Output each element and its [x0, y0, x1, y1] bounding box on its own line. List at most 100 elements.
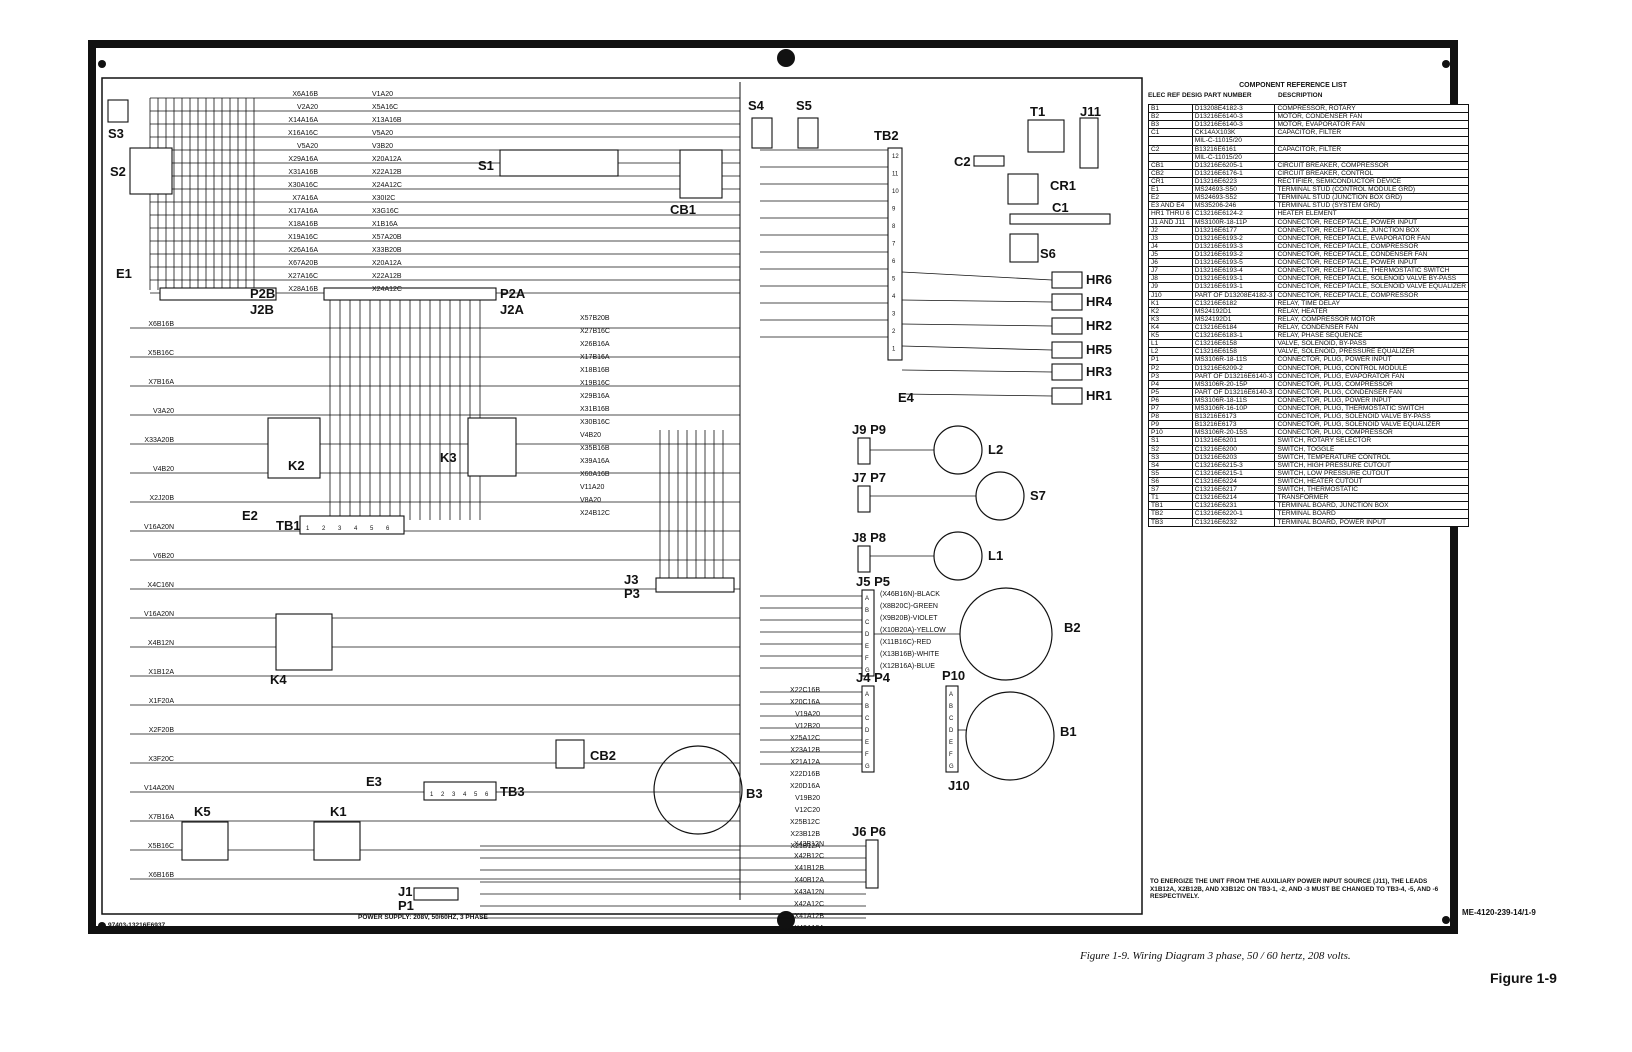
ref-description: SWITCH, HEATER CUTOUT — [1274, 477, 1469, 487]
wire-label: V19B20 — [795, 795, 820, 802]
wire-label: X4B12N — [148, 640, 174, 647]
ref-part-number: D13216E6193-1 — [1192, 282, 1276, 292]
s4-body — [751, 117, 773, 149]
terminal-number: 5 — [892, 277, 896, 283]
ref-description: CONNECTOR, PLUG, CONTROL MODULE — [1274, 364, 1469, 373]
wire-label: X1F20A — [149, 698, 175, 705]
wire-label: X25B12C — [790, 819, 820, 826]
ref-part-number: PART OF D13208E4182-3 — [1192, 291, 1276, 300]
label-k3: K3 — [440, 450, 457, 465]
ref-description: TRANSFORMER — [1274, 493, 1469, 503]
label-p2a: P2A — [500, 286, 526, 301]
terminal-number: 4 — [892, 294, 896, 300]
ref-designator: J4 — [1148, 242, 1193, 251]
label-s6: S6 — [1040, 246, 1056, 261]
ref-part-number: C13216E6232 — [1192, 518, 1276, 527]
ref-part-number: MS3106R-18-11S — [1192, 396, 1276, 406]
wire-label: X16A16C — [288, 130, 318, 137]
wire-label: X2F20B — [149, 727, 175, 734]
ref-description: VALVE, SOLENOID, PRESSURE EQUALIZER — [1274, 347, 1469, 357]
ref-description: CONNECTOR, RECEPTACLE, CONDENSER FAN — [1274, 250, 1469, 260]
terminal-number: A — [865, 596, 869, 602]
wire-label: V5A20 — [372, 130, 393, 137]
wire-label: X43A12N — [794, 889, 824, 896]
wire-label: X19B16C — [580, 380, 610, 387]
wire-label: X35B16B — [580, 445, 610, 452]
l1-coil — [933, 531, 983, 581]
ref-description: CONNECTOR, PLUG, SOLENOID VALVE EQUALIZE… — [1274, 420, 1469, 430]
wire-label: V12B20 — [795, 723, 820, 730]
ref-description: CONNECTOR, RECEPTACLE, JUNCTION BOX — [1274, 226, 1469, 235]
label-tb3: TB3 — [500, 784, 525, 799]
wire-label: X20C16A — [790, 699, 820, 706]
terminal-number: 12 — [892, 154, 899, 160]
wire-label: X21A12A — [790, 759, 820, 766]
ref-designator — [1148, 136, 1193, 146]
wire-label: X27B16C — [580, 328, 610, 335]
ref-description: CONNECTOR, RECEPTACLE, THERMOSTATIC SWIT… — [1274, 266, 1469, 276]
ref-designator: J5 — [1148, 250, 1193, 260]
k3-body — [467, 417, 517, 477]
label-b2: B2 — [1064, 620, 1081, 635]
ref-designator: CR1 — [1148, 177, 1193, 187]
c2-body — [973, 155, 1005, 167]
tb1-body — [299, 515, 405, 535]
ref-designator: K1 — [1148, 299, 1193, 308]
ref-description: HEATER ELEMENT — [1274, 209, 1469, 219]
ref-part-number: MS3106R-20-15P — [1192, 380, 1276, 389]
terminal-number: 9 — [892, 207, 896, 213]
j9-body — [857, 437, 871, 465]
terminal-number: G — [865, 764, 870, 770]
wire-label: X30B16C — [580, 419, 610, 426]
ref-designator: P10 — [1148, 428, 1193, 438]
ref-designator: S2 — [1148, 445, 1193, 454]
ref-description: CONNECTOR, RECEPTACLE, POWER INPUT — [1274, 258, 1469, 268]
terminal-number: 4 — [463, 792, 467, 798]
ref-part-number: CK14AX103K — [1192, 128, 1276, 138]
wire-label: X67A20B — [288, 260, 318, 267]
wire-label: X3F20C — [148, 756, 174, 763]
component-labels: S3 S2 S1 E1 CB1 S4 S5 TB2 T1 J11 C2 CR1 … — [108, 98, 1113, 913]
ref-designator: K5 — [1148, 331, 1193, 341]
ref-description: CONNECTOR, RECEPTACLE, POWER INPUT — [1274, 218, 1469, 227]
ref-part-number: D13216E6193-4 — [1192, 266, 1276, 276]
wire-label: X17B16A — [580, 354, 610, 361]
registration-dot — [777, 911, 795, 929]
wire-label: V8A20 — [580, 497, 601, 504]
label-p1: P1 — [398, 898, 414, 913]
terminal-number: A — [949, 692, 953, 698]
wire-label: X22A12B — [372, 169, 402, 176]
component-bodies — [107, 99, 1111, 901]
ref-description: TERMINAL STUD (JUNCTION BOX GRD) — [1274, 193, 1469, 203]
cb1-body — [679, 149, 723, 199]
ref-part-number: C13216E6182 — [1192, 299, 1276, 308]
p10-body — [945, 685, 959, 773]
ref-designator: L1 — [1148, 339, 1193, 349]
ref-designator: HR1 THRU 6 — [1148, 209, 1193, 219]
ref-designator: T1 — [1148, 493, 1193, 503]
registration-dot — [1442, 916, 1450, 924]
ref-designator: K2 — [1148, 307, 1193, 316]
j3-body — [655, 577, 735, 593]
label-e4: E4 — [898, 390, 915, 405]
terminal-number: 6 — [892, 259, 896, 265]
ref-designator: J1 AND J11 — [1148, 218, 1193, 227]
wire-label: V1A20 — [372, 91, 393, 98]
label-j2a: J2A — [500, 302, 524, 317]
ref-row: MIL-C-11015/20 — [1148, 136, 1469, 146]
label-hr2: HR2 — [1086, 318, 1112, 333]
reference-list-title: COMPONENT REFERENCE LIST — [1239, 82, 1347, 89]
ref-designator: S4 — [1148, 461, 1193, 470]
